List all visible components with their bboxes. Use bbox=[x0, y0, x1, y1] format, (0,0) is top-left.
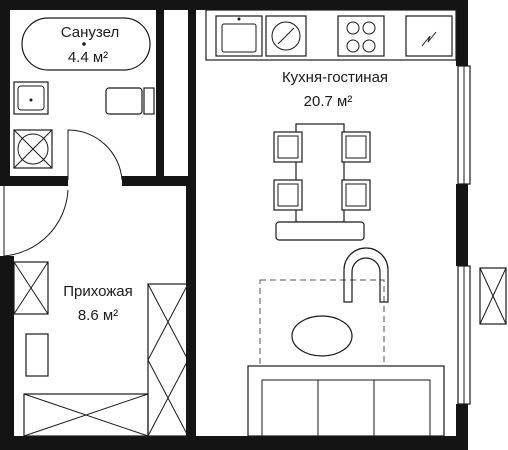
chair bbox=[341, 131, 371, 163]
living-area bbox=[247, 247, 445, 437]
stove bbox=[337, 15, 385, 57]
bathtub-drain bbox=[82, 42, 86, 46]
bathtub bbox=[21, 17, 151, 71]
storage bbox=[23, 393, 149, 437]
ac-unit bbox=[479, 267, 507, 325]
room-name-bathroom: Санузел bbox=[61, 24, 119, 41]
dishwasher bbox=[265, 15, 307, 57]
chair bbox=[341, 179, 371, 211]
toilet bbox=[105, 87, 143, 115]
bathroom-door bbox=[67, 129, 123, 181]
room-area-kitchen-living: 20.7 м² bbox=[304, 93, 353, 110]
kitchen-sink bbox=[215, 15, 263, 57]
washing-machine bbox=[13, 129, 53, 169]
room-name-kitchen-living: Кухня-гостиная bbox=[282, 69, 388, 86]
shoe-cabinet bbox=[13, 261, 49, 315]
coffee-table bbox=[291, 315, 353, 357]
entrance-door bbox=[3, 186, 69, 257]
ventilation-shaft bbox=[405, 15, 453, 57]
chair bbox=[273, 179, 303, 211]
armchair bbox=[343, 247, 389, 303]
dining-set bbox=[273, 123, 371, 241]
sofa bbox=[247, 365, 445, 437]
room-area-hallway: 8.6 м² bbox=[78, 307, 118, 324]
hall-bench bbox=[25, 333, 49, 377]
windows bbox=[457, 65, 507, 405]
room-name-hallway: Прихожая bbox=[63, 283, 133, 300]
sink bbox=[13, 81, 49, 115]
bench bbox=[275, 221, 365, 241]
walls bbox=[0, 0, 468, 450]
chair bbox=[273, 131, 303, 163]
room-area-bathroom: 4.4 м² bbox=[68, 49, 108, 66]
hallway bbox=[3, 186, 189, 437]
bathroom bbox=[13, 17, 155, 181]
wardrobe bbox=[147, 283, 189, 437]
kitchen-counter bbox=[205, 9, 457, 61]
dining-table bbox=[295, 123, 345, 223]
